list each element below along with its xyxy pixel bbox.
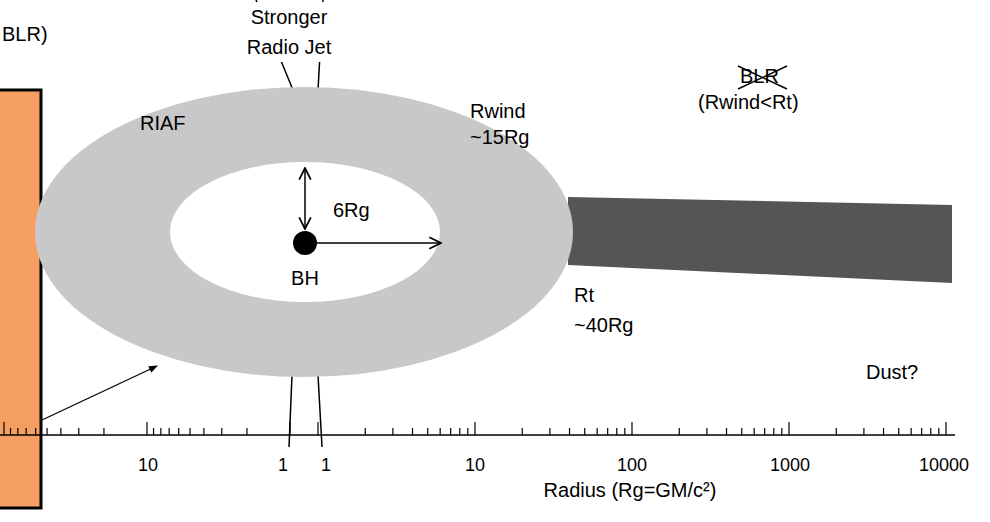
axis-tick	[60, 428, 61, 435]
leader-arrow	[42, 366, 157, 420]
axis-tick	[764, 428, 765, 435]
axis-tick	[26, 428, 27, 435]
axis-tick	[549, 428, 550, 435]
axis-tick	[203, 428, 204, 435]
axis-tick	[365, 428, 366, 435]
axis-tick	[35, 428, 36, 435]
axis-tick	[459, 428, 460, 435]
axis-tick	[221, 428, 222, 435]
radius-axis	[0, 434, 955, 436]
jet-label: Stronger Radio Jet	[235, 2, 343, 62]
axis-ticks	[4, 422, 946, 435]
axis-tick	[726, 428, 727, 435]
axis-tick	[17, 428, 18, 435]
axis-tick	[46, 428, 47, 435]
axis-tick	[624, 428, 625, 435]
axis-tick	[392, 428, 393, 435]
axis-tick	[412, 428, 413, 435]
axis-tick	[467, 428, 468, 435]
axis-tick	[597, 428, 598, 435]
axis-tick	[569, 428, 570, 435]
axis-tick	[317, 422, 318, 435]
axis-tick	[103, 428, 104, 435]
tick-label: 10	[138, 453, 158, 477]
axis-tick	[911, 428, 912, 435]
condition-label: (Rwind<Rt)	[698, 90, 799, 114]
thin-disk	[568, 197, 952, 283]
axis-tick	[679, 428, 680, 435]
axis-tick	[754, 428, 755, 435]
axis-tick	[146, 422, 147, 435]
radius-arrow	[317, 242, 441, 244]
axis-tick	[607, 428, 608, 435]
radius-arrow	[304, 168, 306, 229]
inner-hole	[170, 162, 440, 302]
black-hole-dot: BH	[285, 231, 325, 291]
axis-tick	[522, 428, 523, 435]
axis-tick	[78, 428, 79, 435]
axis-tick	[921, 428, 922, 435]
axis-tick	[938, 428, 939, 435]
axis-tick	[883, 428, 884, 435]
tick-label: 1000	[770, 453, 810, 477]
tick-label: 10000	[919, 453, 969, 477]
axis-tick	[631, 422, 632, 435]
inset-panel	[0, 90, 41, 508]
axis-title: Radius (Rg=GM/c²)	[544, 478, 717, 502]
node-label: BH	[285, 266, 325, 290]
axis-tick	[178, 428, 179, 435]
radius-label: Rwind ~15Rg	[470, 98, 542, 150]
radius-label: Rt ~40Rg	[574, 280, 646, 340]
axis-tick	[160, 428, 161, 435]
axis-tick	[788, 422, 789, 435]
dimension-label: 6Rg	[333, 198, 370, 222]
cut-label: BLR)	[2, 22, 48, 46]
riaf-ellipse	[35, 87, 573, 377]
axis-tick	[706, 428, 707, 435]
tick-label: 10	[465, 453, 485, 477]
axis-tick	[773, 428, 774, 435]
axis-tick	[3, 422, 4, 435]
jet-line	[289, 375, 292, 447]
axis-tick	[450, 428, 451, 435]
struck-label: BLR	[740, 64, 779, 88]
black-hole-dot	[293, 231, 317, 255]
jet-line	[318, 375, 322, 447]
axis-tick	[189, 428, 190, 435]
axis-tick	[863, 428, 864, 435]
axis-tick	[898, 428, 899, 435]
axis-tick	[246, 428, 247, 435]
tick-label: 1	[321, 453, 331, 477]
axis-tick	[836, 428, 837, 435]
leader-arrow-group	[42, 366, 157, 420]
axis-tick	[945, 422, 946, 435]
axis-tick	[153, 428, 154, 435]
tick-label: 100	[617, 453, 647, 477]
axis-tick	[616, 428, 617, 435]
axis-tick	[584, 428, 585, 435]
axis-tick	[427, 428, 428, 435]
axis-tick	[930, 428, 931, 435]
axis-tick	[781, 428, 782, 435]
note-label: Dust?	[866, 360, 918, 384]
axis-tick	[440, 428, 441, 435]
axis-tick	[10, 428, 11, 435]
axis-tick	[169, 428, 170, 435]
axis-tick	[474, 422, 475, 435]
axis-tick	[741, 428, 742, 435]
tick-label: 1	[278, 453, 288, 477]
axis-tick	[289, 422, 290, 435]
node-label: RIAF	[140, 111, 186, 135]
